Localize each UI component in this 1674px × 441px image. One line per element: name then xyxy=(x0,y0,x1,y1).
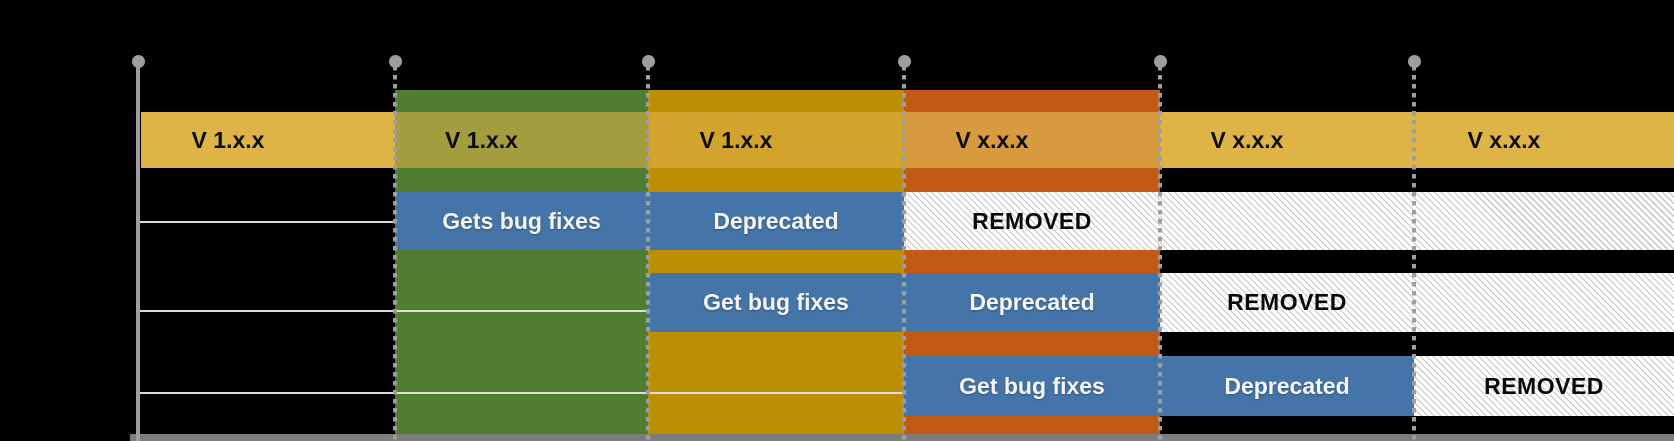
milestone-dot-3 xyxy=(642,55,655,68)
version-label: V 1.x.x xyxy=(699,126,773,153)
version-bar-segment-1: V 1.x.x xyxy=(141,112,395,168)
supported-bar: Get bug fixes xyxy=(904,356,1160,416)
deprecated-bar: Deprecated xyxy=(648,192,904,250)
deprecated-bar: Deprecated xyxy=(1160,356,1414,416)
version-label: V 1.x.x xyxy=(191,126,265,153)
milestone-line-5 xyxy=(1158,66,1162,441)
milestone-dot-6 xyxy=(1408,55,1421,68)
version-label: V x.x.x xyxy=(1467,126,1541,153)
milestone-dot-4 xyxy=(898,55,911,68)
milestone-line-4 xyxy=(902,66,906,441)
removed-bar-extension xyxy=(1160,192,1674,250)
milestone-line-6 xyxy=(1412,66,1416,441)
supported-bar: Get bug fixes xyxy=(648,273,904,332)
milestone-line-1 xyxy=(136,62,140,441)
leader-line-row1 xyxy=(138,221,395,223)
milestone-dot-1 xyxy=(132,55,145,68)
removed-bar: REMOVED xyxy=(904,192,1160,250)
leader-line-row3 xyxy=(138,392,904,394)
deprecated-bar: Deprecated xyxy=(904,273,1160,332)
version-bar-segment-5: V x.x.x xyxy=(1160,112,1414,168)
version-bar-segment-3: V 1.x.x xyxy=(648,112,904,168)
version-label: V x.x.x xyxy=(955,126,1029,153)
milestone-line-2 xyxy=(393,66,397,441)
removed-bar: REMOVED xyxy=(1160,273,1414,332)
version-label: V x.x.x xyxy=(1210,126,1284,153)
milestone-line-3 xyxy=(646,66,650,441)
version-bar-segment-2: V 1.x.x xyxy=(395,112,648,168)
supported-bar: Gets bug fixes xyxy=(395,192,648,250)
milestone-dot-5 xyxy=(1154,55,1167,68)
removed-bar-extension xyxy=(1414,273,1674,332)
removed-bar: REMOVED xyxy=(1414,356,1674,416)
version-bar-segment-6: V x.x.x xyxy=(1414,112,1674,168)
version-bar-segment-4: V x.x.x xyxy=(904,112,1160,168)
version-label: V 1.x.x xyxy=(445,126,518,153)
milestone-dot-2 xyxy=(389,55,402,68)
